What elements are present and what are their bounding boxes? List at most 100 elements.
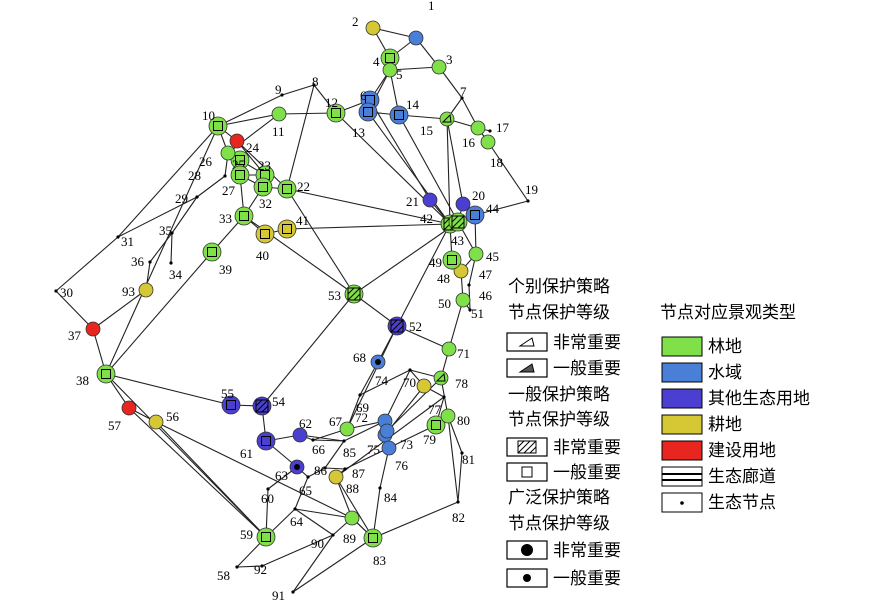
node-label-38: 38 [76,373,89,388]
node-56: 56 [148,409,180,430]
node-label-1: 1 [428,0,435,13]
node-label-54: 54 [272,394,286,409]
node-label-56: 56 [166,409,180,424]
node-3: 3 [431,52,453,75]
node-label-24: 24 [246,140,260,155]
node-15: 15 [420,111,455,138]
node-label-72: 72 [355,410,368,425]
node-label-62: 62 [299,416,312,431]
legend-farmland-swatch [661,414,703,435]
corridor-66-85 [312,439,345,442]
corridor-35-36 [149,232,173,263]
node-label-68: 68 [353,350,366,365]
node-59: 59 [240,527,276,547]
corridor-29-35 [171,196,198,234]
node-label-21: 21 [406,194,419,209]
node-label-18: 18 [490,155,503,170]
corridor-10-31 [117,125,219,238]
node-68: 68 [353,350,386,370]
node-label-45: 45 [486,249,499,264]
legend-individual-title-2: 节点保护等级 [508,303,610,323]
corridor-62-85 [299,434,345,442]
node-31: 31 [116,234,134,249]
node-label-5: 5 [396,67,403,82]
node-label-71: 71 [457,346,470,361]
node-label-75: 75 [367,442,380,457]
corridor-12-11 [278,112,337,115]
node-label-60: 60 [261,491,274,506]
node-21: 21 [406,192,438,209]
node-label-55: 55 [221,386,234,401]
corridor-83-82 [372,501,459,539]
legend-construction-swatch [661,440,703,461]
corridor-54-53 [261,293,355,407]
node-label-20: 20 [472,188,485,203]
node-label-28: 28 [188,168,201,183]
corridor-35-34 [170,232,173,264]
node-label-9: 9 [275,82,282,97]
node-label-64: 64 [290,514,304,529]
node-label-69: 69 [356,400,369,415]
node-82: 82 [452,500,465,525]
node-label-57: 57 [108,418,122,433]
node-label-65: 65 [299,483,312,498]
node-label-74: 74 [375,373,389,388]
node-8: 8 [312,74,319,89]
corridor-28-29 [196,175,226,198]
node-9: 9 [275,82,284,97]
node-label-13: 13 [352,125,365,140]
node-label-86: 86 [314,463,328,478]
node-18: 18 [480,134,503,170]
node-38: 38 [76,364,116,388]
node-label-81: 81 [462,452,475,467]
corridor-85-86 [324,440,345,469]
legend-corridor-symbol [661,466,703,487]
node-label-33: 33 [219,211,232,226]
corridor-8-9 [281,84,315,96]
node-label-15: 15 [420,123,433,138]
node-84: 84 [378,486,398,505]
legend-general-title-2: 节点保护等级 [508,410,610,430]
legend-individual-very-symbol [506,332,548,352]
node-label-67: 67 [329,414,343,429]
node-label-73: 73 [400,437,413,452]
legend-eco-node-label: 生态节点 [708,493,776,513]
node-13: 13 [352,102,378,140]
corridor-86-87 [324,467,346,470]
node-37: 37 [68,321,101,343]
legend-farmland-label: 耕地 [708,415,742,435]
legend-individual-general-symbol [506,358,548,378]
node-label-52: 52 [409,319,422,334]
node-label-4: 4 [373,54,380,69]
node-label-61: 61 [240,446,253,461]
legend-general-general-label: 一般重要 [553,463,621,483]
legend-forest-label: 林地 [708,337,742,357]
corridor-lines [55,27,529,593]
node-label-40: 40 [256,248,269,263]
node-81: 81 [460,451,475,467]
corridor-10-38 [105,125,219,375]
node-label-44: 44 [486,201,500,216]
node-85: 85 [342,439,356,460]
node-62: 62 [292,416,312,443]
node-26: 26 [199,145,236,169]
corridor-31-30 [55,236,119,292]
node-label-42: 42 [420,211,433,226]
corridor-92-58 [236,565,263,568]
legend-broad-title-2: 节点保护等级 [508,514,610,534]
node-89: 89 [343,510,360,546]
node-7: 7 [460,84,467,100]
node-2: 2 [352,14,381,36]
node-label-88: 88 [346,481,359,496]
corridor-69-74 [359,369,411,396]
node-74: 74 [375,368,412,388]
node-label-32: 32 [259,196,272,211]
node-label-14: 14 [406,97,420,112]
node-40: 40 [255,224,275,263]
node-label-37: 37 [68,328,82,343]
node-76: 76 [381,440,409,473]
legend-individual-title-1: 个别保护策略 [508,277,610,297]
node-label-27: 27 [222,183,236,198]
node-label-84: 84 [384,490,398,505]
corridor-29-31 [117,196,198,238]
